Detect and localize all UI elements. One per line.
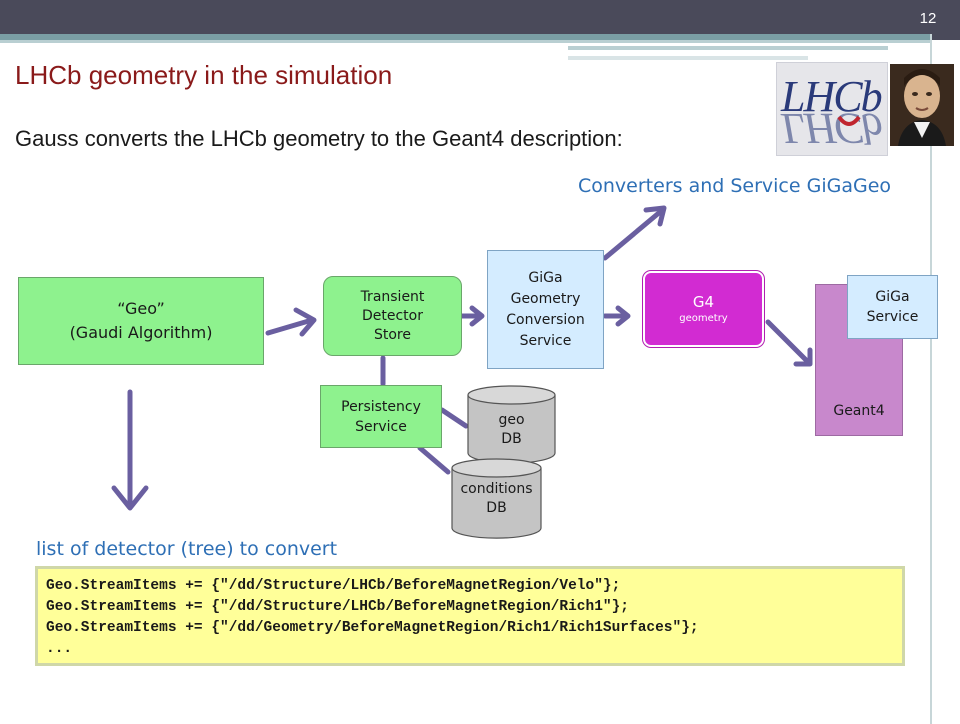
giga-conversion-line4: Service <box>519 332 572 349</box>
geo-db-label: geo DB <box>467 407 556 453</box>
conditions-db-line2: DB <box>486 500 507 516</box>
transient-detector-store-box: Transient Detector Store <box>323 276 462 356</box>
g4-title: G4 <box>692 293 715 311</box>
geant4-label: Geant4 <box>833 403 885 419</box>
conditions-db-label: conditions DB <box>451 476 542 522</box>
header-stripe <box>0 34 930 40</box>
right-divider-line <box>930 34 932 724</box>
portrait-image <box>890 64 954 146</box>
transient-store-line2: Detector <box>361 307 423 324</box>
giga-conversion-line3: Conversion <box>506 311 585 328</box>
slide-subtitle: Gauss converts the LHCb geometry to the … <box>15 126 623 151</box>
transient-store-line3: Store <box>373 326 411 343</box>
transient-store-line1: Transient <box>360 288 425 305</box>
giga-service-line2: Service <box>866 309 919 325</box>
giga-service-box: GiGa Service <box>847 275 938 339</box>
giga-service-line1: GiGa <box>875 289 910 305</box>
persistency-line2: Service <box>355 418 407 435</box>
lhcb-logo-text: LHCb <box>781 72 883 121</box>
g4-subtitle: geometry <box>679 313 728 324</box>
code-line: Geo.StreamItems += {"/dd/Geometry/Before… <box>46 620 699 636</box>
lhcb-logo: LHCb LHCb <box>776 62 888 156</box>
persistency-line1: Persistency <box>341 398 421 415</box>
header-bar-corner <box>900 0 960 40</box>
geo-algorithm-box: “Geo” (Gaudi Algorithm) <box>18 277 264 365</box>
g4-geometry-box: G4 geometry <box>643 271 764 347</box>
geo-db-cylinder: geo DB <box>467 385 556 465</box>
converters-label: Converters and Service GiGaGeo <box>578 175 892 197</box>
conditions-db-cylinder: conditions DB <box>451 458 542 540</box>
geo-db-line1: geo <box>498 412 525 428</box>
list-label: list of detector (tree) to convert <box>36 538 338 560</box>
code-line: Geo.StreamItems += {"/dd/Structure/LHCb/… <box>46 599 629 615</box>
giga-geometry-conversion-box: GiGa Geometry Conversion Service <box>487 250 604 369</box>
persistency-service-box: Persistency Service <box>320 385 442 448</box>
geo-db-line2: DB <box>501 431 522 447</box>
header-stripe-light <box>0 40 930 43</box>
header-stripe-shorter <box>568 56 808 60</box>
conditions-db-line1: conditions <box>460 481 533 497</box>
slide-title: LHCb geometry in the simulation <box>15 60 393 90</box>
code-line: Geo.StreamItems += {"/dd/Structure/LHCb/… <box>46 578 621 594</box>
giga-conversion-line2: Geometry <box>510 290 581 307</box>
code-line: ... <box>46 641 73 657</box>
code-block: Geo.StreamItems += {"/dd/Structure/LHCb/… <box>35 566 905 666</box>
giga-conversion-line1: GiGa <box>528 269 563 286</box>
header-bar <box>0 0 960 34</box>
logo-mark-icon <box>837 115 861 126</box>
geo-box-subtitle: (Gaudi Algorithm) <box>69 323 213 342</box>
geo-box-title: “Geo” <box>117 299 165 318</box>
header-stripe-short <box>568 46 888 50</box>
page-number: 12 <box>919 10 937 27</box>
